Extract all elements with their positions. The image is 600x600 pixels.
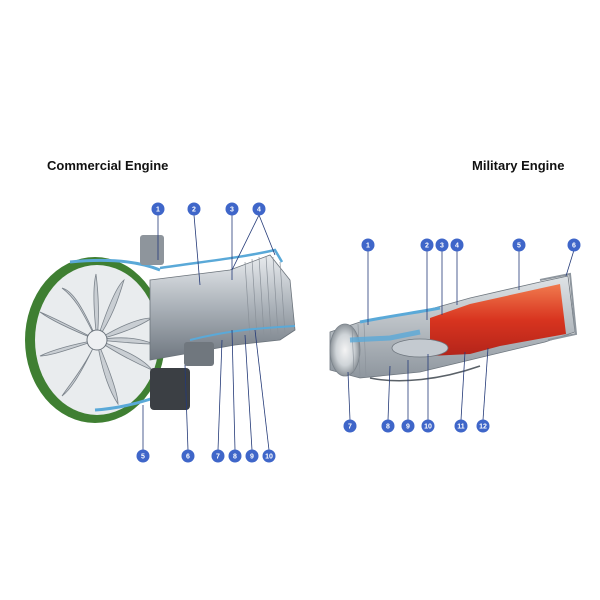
military-callouts: 1 2 3 4 5 6 7	[343, 238, 581, 433]
commercial-callout-1: 1	[151, 202, 165, 216]
svg-text:5: 5	[141, 454, 145, 461]
nacelle-casing-top	[69, 258, 161, 272]
military-callout-12: 12	[476, 419, 490, 433]
commercial-callout-4: 4	[252, 202, 266, 216]
svg-text:8: 8	[233, 454, 237, 461]
commercial-callout-3: 3	[225, 202, 239, 216]
military-core	[391, 338, 449, 358]
military-callout-4: 4	[450, 238, 464, 252]
core-casing-top	[159, 248, 284, 270]
commercial-engine-title: Commercial Engine	[47, 158, 169, 173]
svg-text:6: 6	[572, 243, 576, 250]
svg-text:9: 9	[250, 454, 254, 461]
afterburner-section	[430, 284, 566, 356]
military-fan-stages	[351, 322, 367, 377]
upper-accessory	[140, 235, 164, 265]
military-inlet-fan	[329, 323, 361, 377]
svg-text:3: 3	[440, 243, 444, 250]
svg-text:1: 1	[156, 207, 160, 214]
commercial-callouts: 1 2 3 4 5 6 7	[136, 202, 276, 463]
military-callout-lines	[347, 249, 575, 421]
commercial-engine	[25, 235, 296, 423]
accessory-pump	[184, 342, 214, 366]
commercial-callout-10: 10	[262, 449, 276, 463]
svg-text:10: 10	[265, 454, 273, 461]
military-engine	[329, 272, 578, 382]
svg-text:5: 5	[517, 243, 521, 250]
compressor-stages	[244, 255, 286, 339]
commercial-callout-2: 2	[187, 202, 201, 216]
accessory-gearbox	[150, 368, 190, 410]
military-callout-8: 8	[381, 419, 395, 433]
svg-text:6: 6	[186, 454, 190, 461]
military-callout-3: 3	[435, 238, 449, 252]
military-callout-2: 2	[420, 238, 434, 252]
military-engine-title: Military Engine	[472, 158, 565, 173]
military-callout-7: 7	[343, 419, 357, 433]
military-callout-1: 1	[361, 238, 375, 252]
commercial-callout-5: 5	[136, 449, 150, 463]
military-callout-6: 6	[567, 238, 581, 252]
engine-core	[149, 254, 296, 361]
core-casing-mid	[189, 325, 296, 341]
svg-text:7: 7	[348, 424, 352, 431]
military-callout-11: 11	[454, 419, 468, 433]
military-callout-9: 9	[401, 419, 415, 433]
commercial-callout-7: 7	[211, 449, 225, 463]
svg-text:7: 7	[216, 454, 220, 461]
svg-text:12: 12	[479, 424, 487, 431]
svg-text:10: 10	[424, 424, 432, 431]
svg-text:2: 2	[425, 243, 429, 250]
svg-text:1: 1	[366, 243, 370, 250]
svg-text:11: 11	[457, 424, 465, 431]
svg-text:8: 8	[386, 424, 390, 431]
svg-text:4: 4	[257, 207, 261, 214]
svg-text:9: 9	[406, 424, 410, 431]
military-nozzle	[539, 272, 578, 341]
commercial-callout-8: 8	[228, 449, 242, 463]
commercial-callout-9: 9	[245, 449, 259, 463]
military-piping	[369, 365, 481, 382]
military-callout-10: 10	[421, 419, 435, 433]
commercial-callout-lines	[142, 214, 276, 451]
commercial-callout-6: 6	[181, 449, 195, 463]
spinner-cone	[86, 329, 108, 351]
military-callout-5: 5	[512, 238, 526, 252]
svg-text:4: 4	[455, 243, 459, 250]
svg-text:2: 2	[192, 207, 196, 214]
svg-text:3: 3	[230, 207, 234, 214]
military-bypass-flow	[349, 329, 421, 343]
military-bypass-duct	[359, 306, 441, 324]
